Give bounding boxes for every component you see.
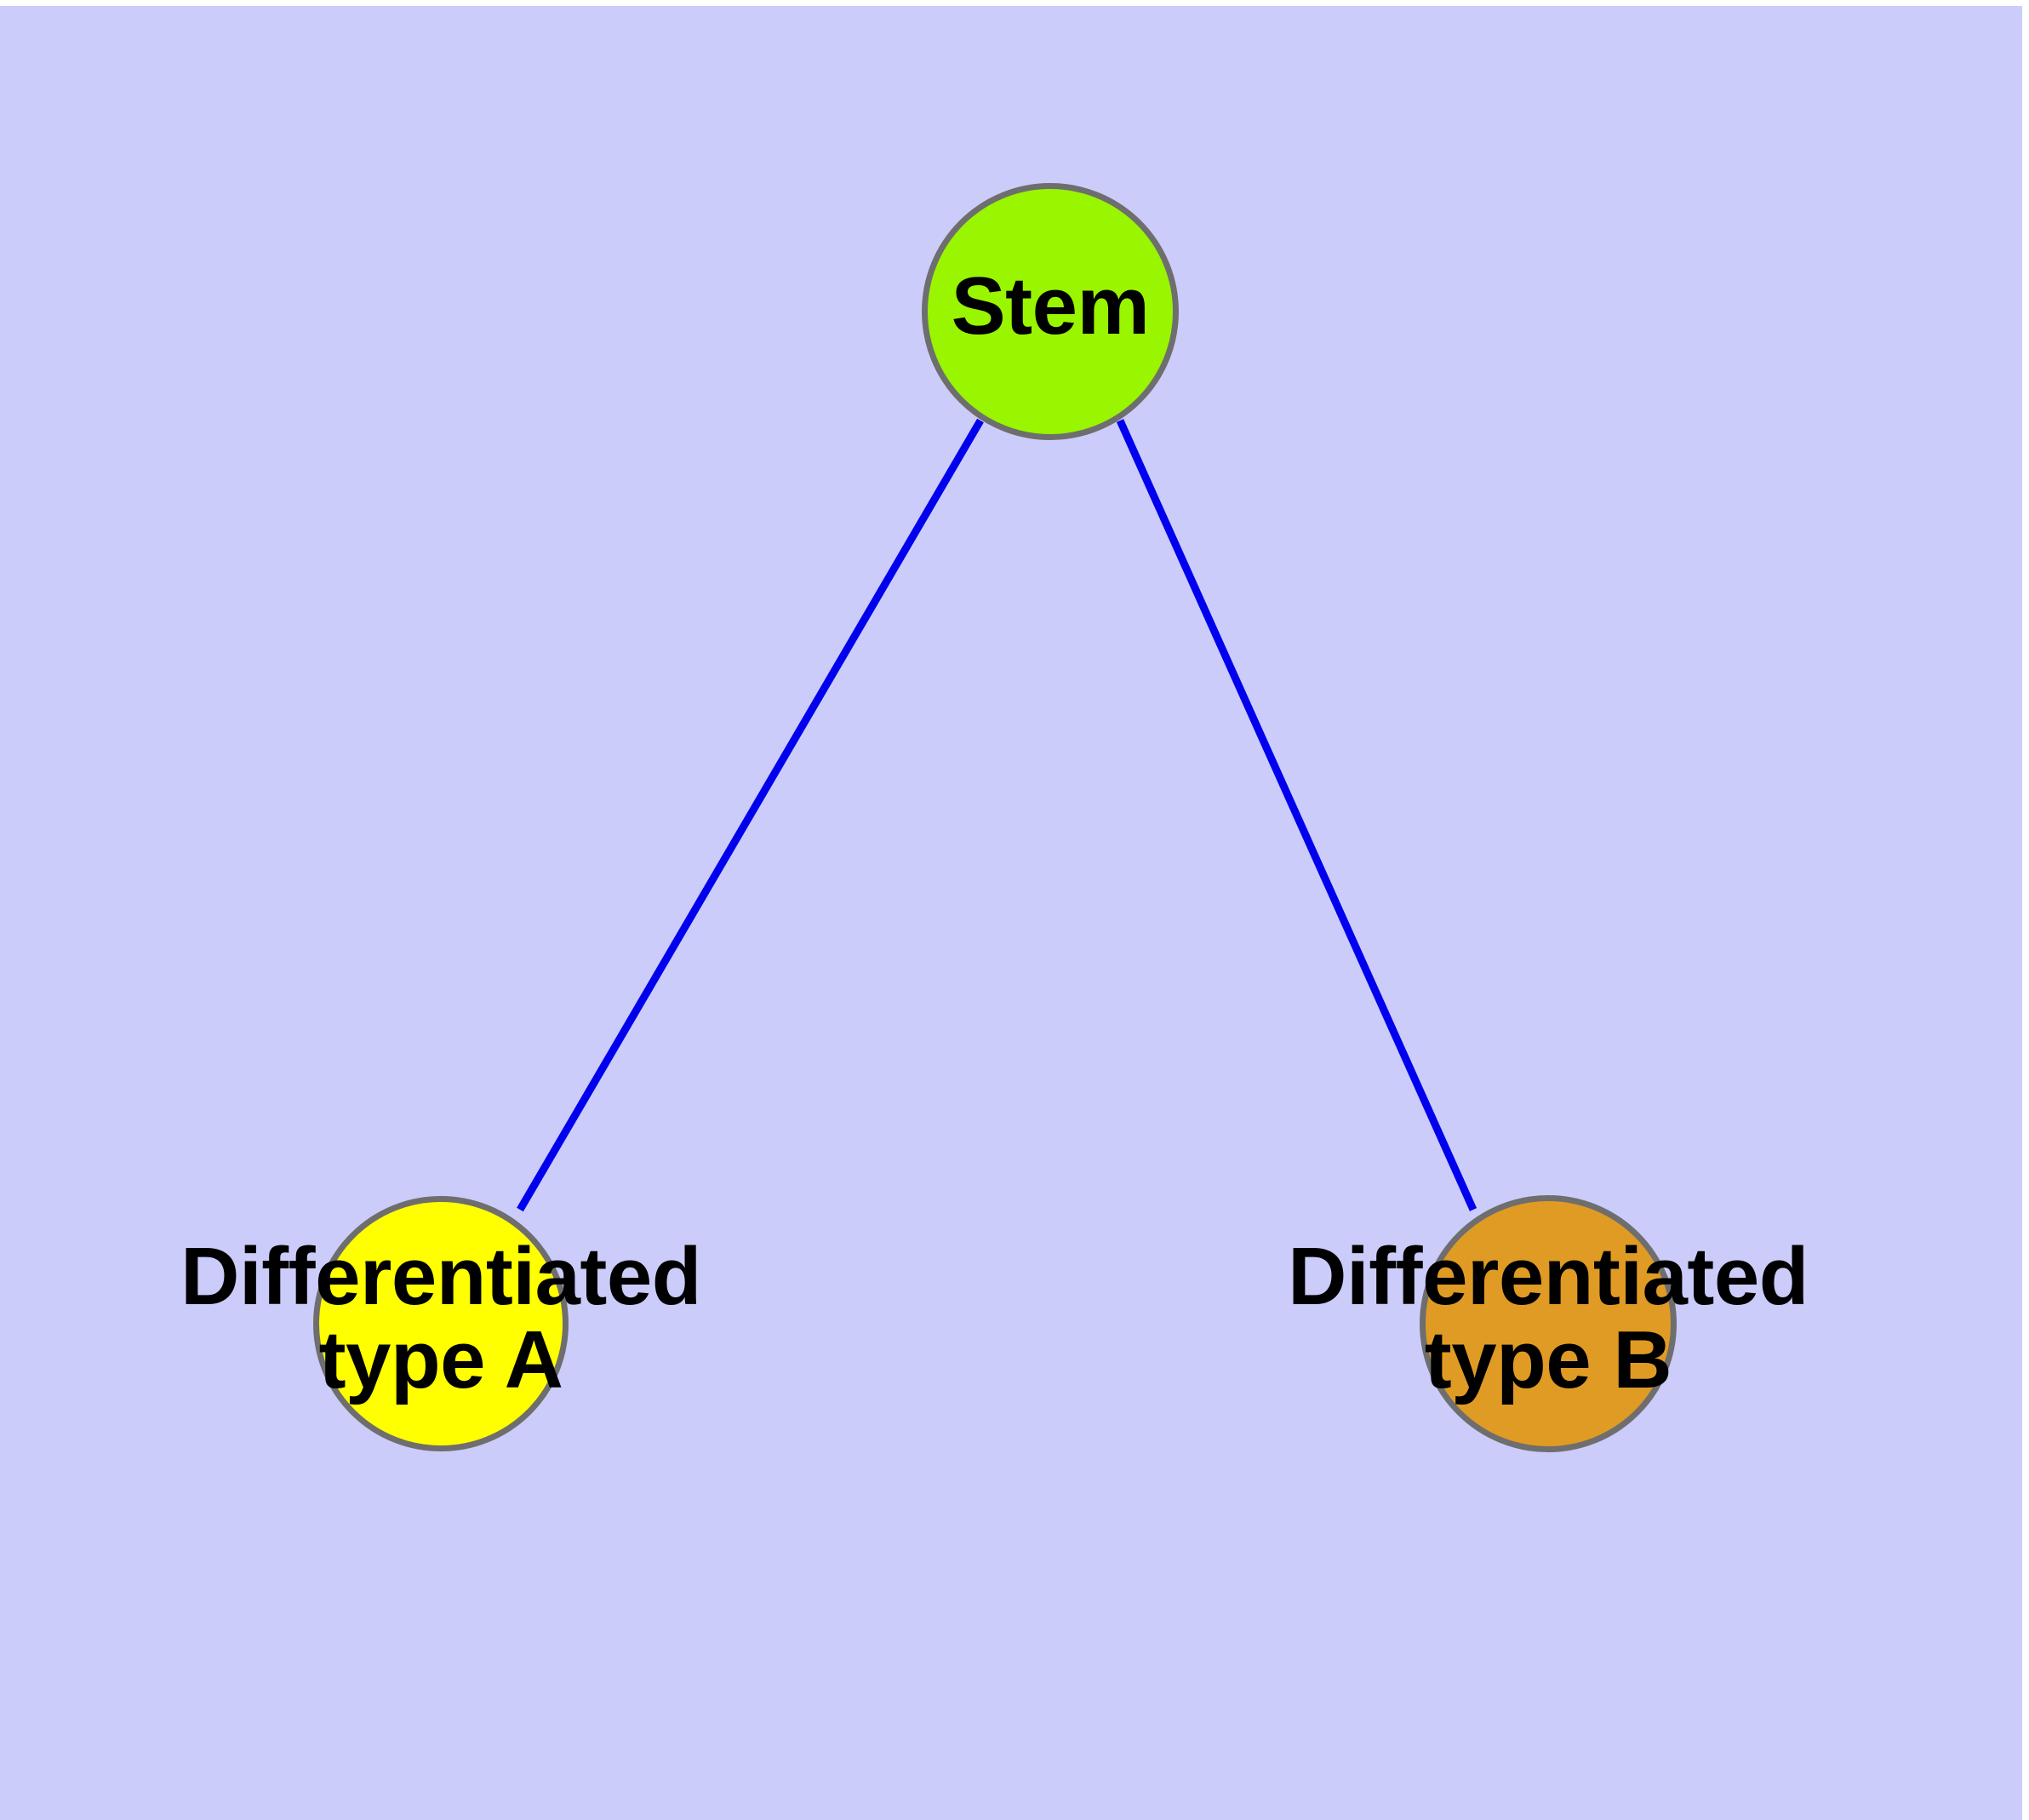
edge-stem-to-differentiated-type-a: [517, 418, 984, 1212]
node-differentiated-type-a[interactable]: [313, 1196, 569, 1451]
node-stem[interactable]: [922, 183, 1179, 440]
edge-layer: [517, 418, 1477, 1212]
edge-stem-to-differentiated-type-b: [1116, 419, 1477, 1211]
graph-plot-area: Stem Differentiated type A Differentiate…: [0, 6, 2022, 1820]
node-differentiated-type-b[interactable]: [1420, 1195, 1677, 1452]
